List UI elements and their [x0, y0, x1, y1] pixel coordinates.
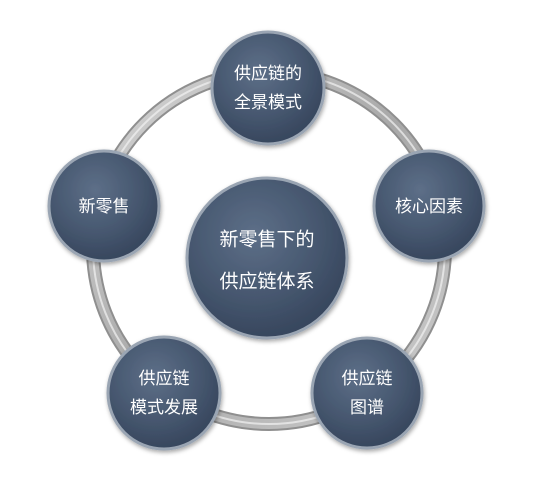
node-core-factors: 核心因素 [372, 149, 486, 263]
center-node: 新零售下的 供应链体系 [185, 176, 349, 340]
center-node-label-line1: 新零售下的 [219, 229, 314, 251]
node-mode-development: 供应链 模式发展 [106, 335, 222, 451]
node-panorama-mode: 供应链的 全景模式 [210, 30, 326, 146]
node-mode-development-label-line2: 模式发展 [130, 398, 198, 418]
node-core-factors-label: 核心因素 [395, 197, 463, 217]
node-supply-chain-map: 供应链 图谱 [310, 336, 424, 450]
node-mode-development-circle [106, 335, 222, 451]
node-new-retail-label: 新零售 [79, 197, 130, 217]
node-supply-chain-map-label-line2: 图谱 [350, 398, 384, 418]
center-node-circle [185, 176, 349, 340]
node-core-factors-circle [372, 149, 486, 263]
node-panorama-mode-circle [210, 30, 326, 146]
node-new-retail: 新零售 [47, 149, 161, 263]
center-node-label-line2: 供应链体系 [219, 271, 314, 293]
node-panorama-mode-label-line1: 供应链的 [234, 64, 302, 84]
node-mode-development-label-line1: 供应链 [139, 369, 190, 389]
node-new-retail-circle [47, 149, 161, 263]
node-supply-chain-map-label-line1: 供应链 [342, 369, 393, 389]
node-panorama-mode-label-line2: 全景模式 [234, 93, 302, 113]
node-supply-chain-map-circle [310, 336, 424, 450]
